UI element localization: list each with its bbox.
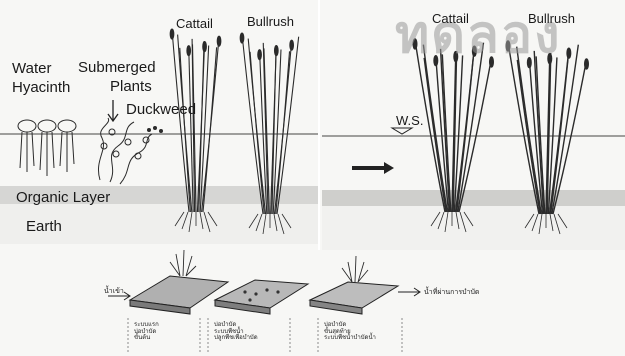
label-earth: Earth bbox=[26, 219, 62, 234]
submerged-plants bbox=[98, 118, 152, 184]
stage-note-1-line-3: ขั้นต้น bbox=[134, 335, 159, 342]
label-outlet: น้ำที่ผ่านการบำบัด bbox=[424, 289, 479, 297]
label-bullrush-left: Bullrush bbox=[247, 15, 294, 28]
label-water-surface: W.S. bbox=[396, 114, 423, 127]
label-inlet: น้ำเข้า bbox=[104, 288, 124, 296]
label-plants: Plants bbox=[110, 79, 152, 94]
right-gravel-layer bbox=[322, 190, 625, 206]
right-earth-layer bbox=[322, 206, 625, 250]
duckweed-plants bbox=[147, 126, 163, 133]
label-cattail-right: Cattail bbox=[432, 12, 469, 25]
label-bullrush-right: Bullrush bbox=[528, 12, 575, 25]
stage-note-2: บ่อบำบัด ระบบพืชน้ำ ปลูกพืชเพื่อบำบัด bbox=[214, 322, 258, 342]
flow-arrow-icon bbox=[352, 162, 394, 174]
cell-plant-tufts bbox=[170, 250, 368, 282]
submerged-arrow-icon bbox=[108, 100, 118, 121]
label-duckweed: Duckweed bbox=[126, 102, 196, 117]
label-submerged: Submerged bbox=[78, 60, 156, 75]
stage-note-1: ระบบแรก บ่อบำบัด ขั้นต้น bbox=[134, 322, 159, 342]
label-cattail-left: Cattail bbox=[176, 17, 213, 30]
ws-marker-icon bbox=[392, 128, 412, 134]
label-hyacinth: Hyacinth bbox=[12, 80, 70, 95]
water-hyacinth-plants bbox=[18, 120, 76, 176]
stage-note-2-line-3: ปลูกพืชเพื่อบำบัด bbox=[214, 335, 258, 342]
stage-note-3-line-3: ระบบพืชน้ำบำบัดน้ำ bbox=[324, 335, 376, 342]
label-organic-layer: Organic Layer bbox=[16, 190, 110, 205]
stage-note-3: บ่อบำบัด ขั้นสุดท้าย ระบบพืชน้ำบำบัดน้ำ bbox=[324, 322, 376, 342]
outlet-arrow-icon bbox=[398, 288, 420, 296]
label-water: Water bbox=[12, 61, 51, 76]
